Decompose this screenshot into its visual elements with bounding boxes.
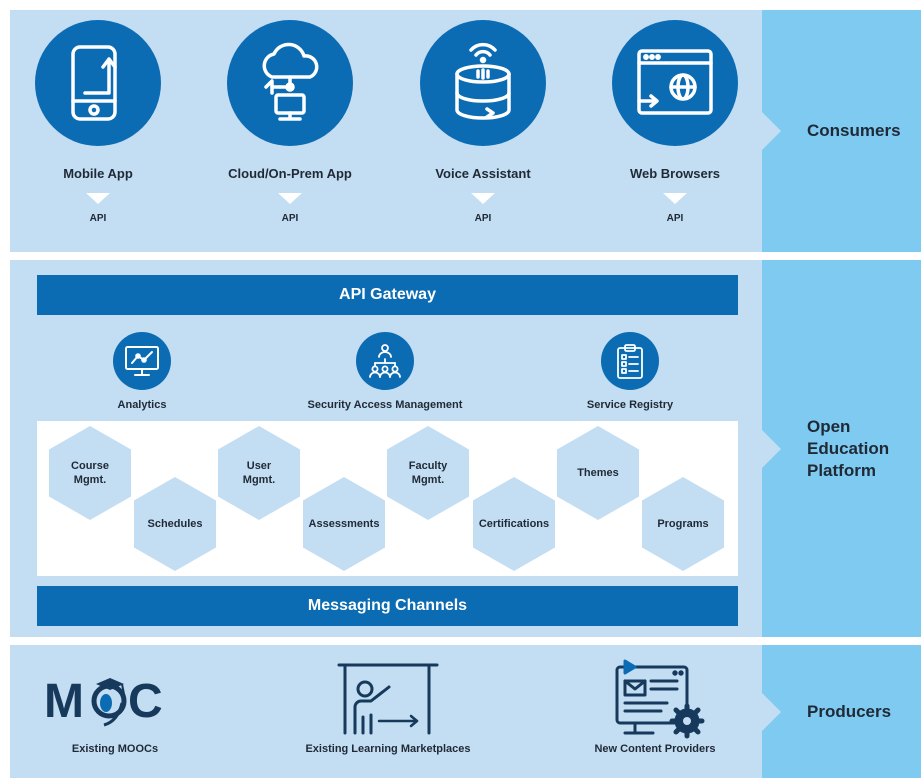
tab-arrow-notch — [762, 112, 781, 150]
producer-learning-marketplaces: Existing Learning Marketplaces — [288, 660, 488, 755]
browser-globe-icon — [612, 20, 738, 146]
api-label: API — [474, 213, 492, 224]
consumer-mobile-app: Mobile App API — [13, 20, 183, 224]
smart-speaker-icon — [420, 20, 546, 146]
service-label: Analytics — [117, 399, 167, 411]
down-arrow-icon — [278, 193, 302, 204]
analytics-monitor-icon — [113, 332, 171, 390]
producer-label: Existing MOOCs — [71, 743, 159, 755]
down-arrow-icon — [471, 193, 495, 204]
api-label: API — [281, 213, 299, 224]
content-monitor-gear-icon — [570, 659, 740, 739]
consumer-web-browsers: Web Browsers API — [590, 20, 760, 224]
down-arrow-icon — [86, 193, 110, 204]
service-label: Security Access Management — [307, 399, 463, 411]
consumer-cloud-app: Cloud/On-Prem App API — [205, 20, 375, 224]
platform-label: Open Education Platform — [807, 416, 890, 480]
consumer-label: Web Browsers — [629, 166, 721, 181]
service-security: Security Access Management — [285, 332, 485, 411]
producers-label: Producers — [807, 701, 892, 721]
down-arrow-icon — [663, 193, 687, 204]
clipboard-checklist-icon — [601, 332, 659, 390]
service-registry: Service Registry — [530, 332, 730, 411]
platform-tab: Open Education Platform — [762, 260, 921, 637]
service-label: Service Registry — [586, 399, 674, 411]
producer-moocs: M C Existing MOOCs — [40, 660, 190, 755]
tab-arrow-notch — [762, 429, 781, 468]
consumer-voice-assistant: Voice Assistant API — [398, 20, 568, 224]
mobile-phone-icon — [35, 20, 161, 146]
module-programs: Programs — [642, 477, 724, 571]
module-assessments: Assessments — [303, 477, 385, 571]
producer-new-content: New Content Providers — [570, 659, 740, 755]
tab-arrow-notch — [762, 692, 781, 731]
teacher-board-icon — [288, 660, 488, 738]
consumer-label: Mobile App — [63, 166, 133, 181]
cloud-computer-icon — [227, 20, 353, 146]
svg-text:C: C — [128, 675, 163, 728]
consumer-label: Voice Assistant — [435, 166, 531, 181]
producer-label: New Content Providers — [594, 743, 716, 755]
module-certifications: Certifications — [473, 477, 555, 571]
api-label: API — [666, 213, 684, 224]
api-label: API — [89, 213, 107, 224]
producers-tab: Producers — [762, 645, 921, 778]
module-themes: Themes — [557, 426, 639, 520]
user-hierarchy-icon — [356, 332, 414, 390]
producer-label: Existing Learning Marketplaces — [305, 743, 471, 755]
service-analytics: Analytics — [42, 332, 242, 411]
module-schedules: Schedules — [134, 477, 216, 571]
mooc-logo-icon: M C — [40, 660, 190, 738]
svg-text:M: M — [44, 675, 84, 728]
consumers-tab: Consumers — [762, 10, 921, 252]
messaging-channels-bar: Messaging Channels — [37, 586, 738, 626]
api-gateway-bar: API Gateway — [37, 275, 738, 315]
consumer-label: Cloud/On-Prem App — [228, 166, 352, 181]
consumers-label: Consumers — [807, 121, 901, 140]
